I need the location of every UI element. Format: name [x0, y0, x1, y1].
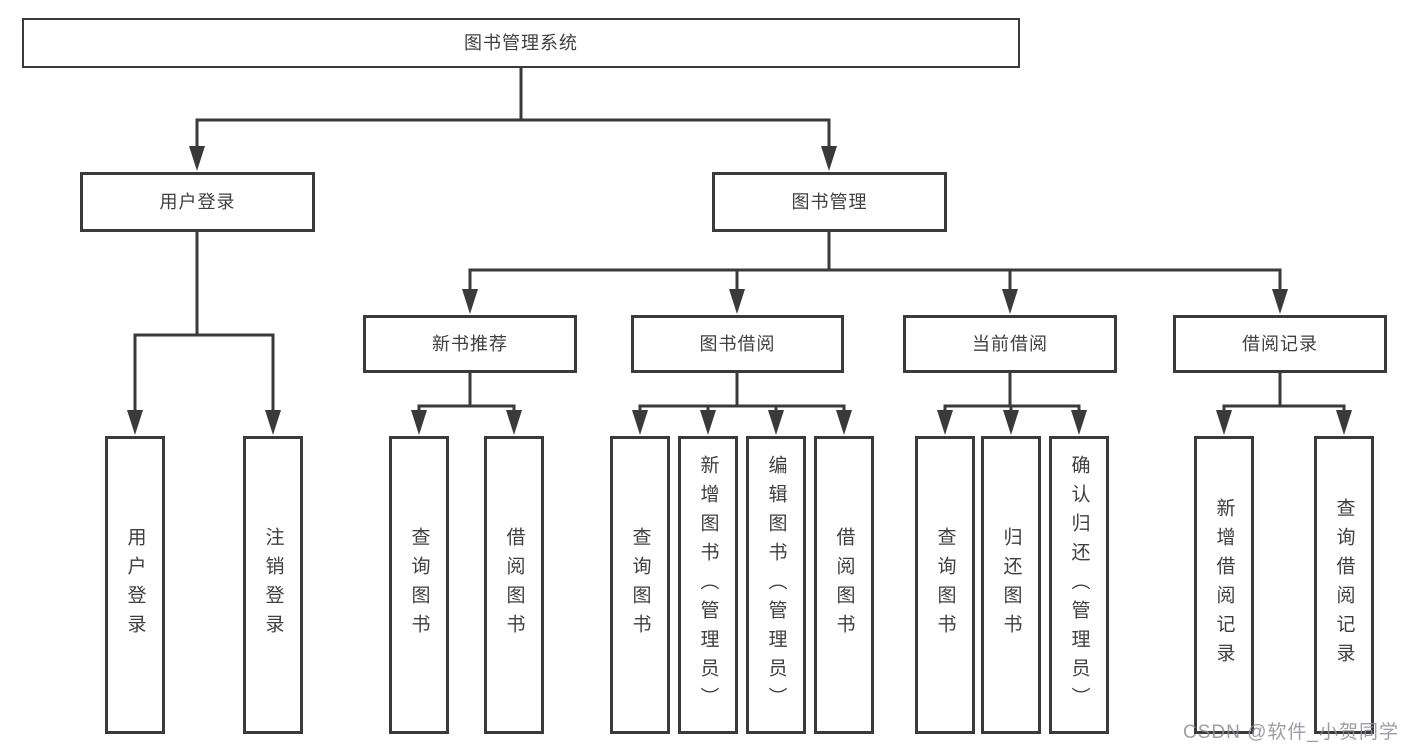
- leaf-add-book-admin-label: 新增图书（管理员）: [697, 454, 719, 716]
- leaf-add-book-admin: 新增图书（管理员）: [678, 436, 738, 734]
- node-book-management-label: 图书管理: [791, 192, 868, 212]
- leaf-borrow-books-recommend: 借阅图书: [484, 436, 544, 734]
- leaf-logout-label: 注销登录: [262, 527, 284, 643]
- node-root: 图书管理系统: [22, 18, 1020, 68]
- node-new-book-recommend: 新书推荐: [363, 315, 577, 373]
- leaf-query-books-recommend: 查询图书: [389, 436, 449, 734]
- node-current-borrowing-label: 当前借阅: [972, 334, 1048, 354]
- node-root-label: 图书管理系统: [464, 33, 578, 53]
- node-borrowing-records: 借阅记录: [1173, 315, 1387, 373]
- leaf-logout: 注销登录: [243, 436, 303, 734]
- leaf-user-login: 用户登录: [105, 436, 165, 734]
- leaf-add-borrow-record-label: 新增借阅记录: [1213, 498, 1235, 672]
- leaf-add-borrow-record: 新增借阅记录: [1194, 436, 1254, 734]
- leaf-edit-book-admin-label: 编辑图书（管理员）: [765, 454, 787, 716]
- leaf-return-books-label: 归还图书: [1000, 527, 1022, 643]
- leaf-borrow-books-recommend-label: 借阅图书: [503, 527, 525, 643]
- leaf-user-login-label: 用户登录: [124, 527, 146, 643]
- leaf-query-books-borrow-label: 查询图书: [629, 527, 651, 643]
- leaf-query-borrow-record-label: 查询借阅记录: [1333, 498, 1355, 672]
- leaf-query-books-borrow: 查询图书: [610, 436, 670, 734]
- leaf-borrow-books-borrow-label: 借阅图书: [833, 527, 855, 643]
- leaf-query-books-current-label: 查询图书: [934, 527, 956, 643]
- leaf-query-books-current: 查询图书: [915, 436, 975, 734]
- csdn-watermark: CSDN @软件_小贺同学: [1183, 722, 1399, 743]
- leaf-return-books: 归还图书: [981, 436, 1041, 734]
- node-book-borrowing: 图书借阅: [631, 315, 844, 373]
- leaf-confirm-return-admin-label: 确认归还（管理员）: [1068, 454, 1090, 716]
- leaf-query-borrow-record: 查询借阅记录: [1314, 436, 1374, 734]
- node-borrowing-records-label: 借阅记录: [1242, 334, 1318, 354]
- node-book-borrowing-label: 图书借阅: [699, 334, 776, 354]
- node-user-login-group-label: 用户登录: [159, 192, 236, 212]
- node-book-management: 图书管理: [712, 172, 947, 232]
- leaf-borrow-books-borrow: 借阅图书: [814, 436, 874, 734]
- node-new-book-recommend-label: 新书推荐: [432, 334, 508, 354]
- leaf-edit-book-admin: 编辑图书（管理员）: [746, 436, 806, 734]
- node-current-borrowing: 当前借阅: [903, 315, 1117, 373]
- leaf-confirm-return-admin: 确认归还（管理员）: [1049, 436, 1109, 734]
- node-user-login-group: 用户登录: [80, 172, 315, 232]
- leaf-query-books-recommend-label: 查询图书: [408, 527, 430, 643]
